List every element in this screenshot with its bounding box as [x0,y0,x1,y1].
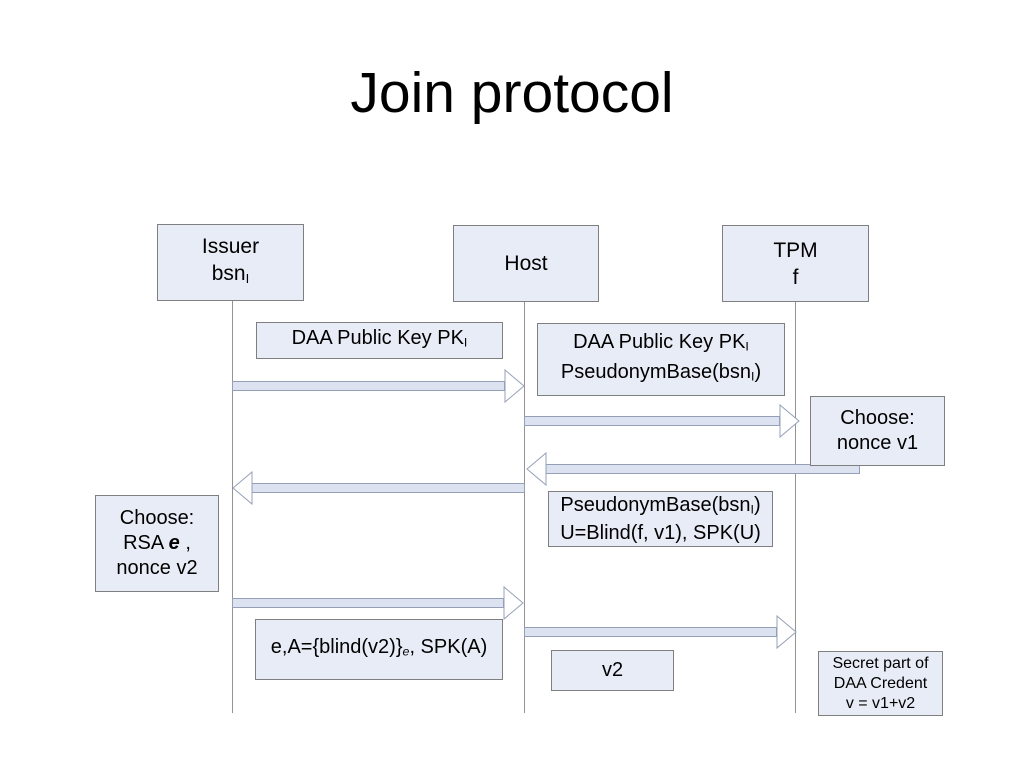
text-part: , [179,532,191,554]
note-choose-rsa-e-nonce-v2: Choose: RSA e , nonce v2 [95,495,219,592]
actor-host: Host [453,225,599,302]
subscript: I [463,335,468,350]
note-line: v = v1+v2 [846,694,915,714]
message-line: DAA Public Key PKI [292,326,468,356]
text-part: ) [753,493,761,516]
text-part: Secret part of [832,654,929,672]
text-part: Choose: [119,507,195,529]
message-v2: v2 [551,650,674,691]
arrow-host-to-tpm-pk [524,403,800,439]
note-line: RSA e , [123,531,191,556]
lifeline-issuer [232,301,233,713]
text-part: nonce v2 [116,557,198,579]
actor-tpm-name: TPM [773,237,817,264]
message-line: PseudonymBase(bsnI) [561,360,761,390]
text-part: PseudonymBase(bsn [560,493,751,516]
text-part: Host [504,252,548,275]
arrow-host-to-tpm-v2 [524,614,797,650]
text-part: , SPK(A) [409,635,488,658]
text-part: e,A={blind(v2)} [270,635,403,658]
subscript: I [245,270,250,286]
note-choose-nonce-v1: Choose: nonce v1 [810,396,945,466]
message-line: e,A={blind(v2)}e, SPK(A) [271,635,487,665]
message-line: DAA Public Key PKI [573,330,749,360]
lifeline-host [524,302,525,713]
note-line: nonce v2 [116,556,197,581]
note-secret-part-daa-credential: Secret part of DAA Credent v = v1+v2 [818,651,943,716]
note-line: Choose: [120,506,195,531]
subscript: I [750,502,754,517]
message-daa-pk-pseudonymbase: DAA Public Key PKI PseudonymBase(bsnI) [537,323,785,396]
subscript: I [745,339,749,354]
actor-tpm: TPM f [722,225,869,302]
subscript: e [402,644,410,659]
actor-issuer-name: Issuer [202,233,259,260]
text-part: DAA Public Key PK [573,330,746,353]
text-part: Issuer [201,235,260,259]
message-line: U=Blind(f, v1), SPK(U) [560,521,761,545]
text-part: v2 [601,659,624,681]
text-part: U=Blind(f, v1), SPK(U) [560,522,761,545]
text-part: ) [754,360,762,383]
note-line: DAA Credent [834,674,927,694]
text-part: f [792,265,799,289]
emphasized-e: e [168,532,180,554]
arrow-issuer-to-host-pk [232,368,525,404]
message-line: v2 [602,658,623,683]
message-pseudonymbase-u-blind: PseudonymBase(bsnI) U=Blind(f, v1), SPK(… [548,491,773,547]
message-daa-public-key: DAA Public Key PKI [256,322,503,359]
message-e-a-blind-spk: e,A={blind(v2)}e, SPK(A) [255,619,503,680]
arrow-tpm-to-host-response [526,451,860,487]
note-line: Secret part of [832,654,928,674]
text-part: nonce v1 [836,432,919,454]
text-part: v = v1+v2 [845,694,916,712]
arrow-issuer-to-host-credential [232,585,524,621]
actor-tpm-param: f [793,264,799,291]
message-line: PseudonymBase(bsnI) [560,493,760,522]
lifeline-tpm [795,302,796,713]
subscript: I [750,369,755,384]
actor-host-name: Host [504,250,547,277]
text-part: RSA [123,532,169,554]
text-part: TPM [773,238,818,262]
text-part: DAA Public Key PK [291,326,464,349]
actor-issuer: Issuer bsnI [157,224,304,301]
actor-issuer-param: bsnI [212,260,249,292]
note-line: Choose: [840,406,915,431]
text-part: PseudonymBase(bsn [560,360,751,383]
text-part: bsn [211,262,246,286]
slide-title: Join protocol [350,61,674,125]
arrow-host-to-issuer-response [232,470,525,506]
text-part: Choose: [840,407,915,429]
text-part: DAA Credent [833,674,928,692]
note-line: nonce v1 [837,431,918,456]
